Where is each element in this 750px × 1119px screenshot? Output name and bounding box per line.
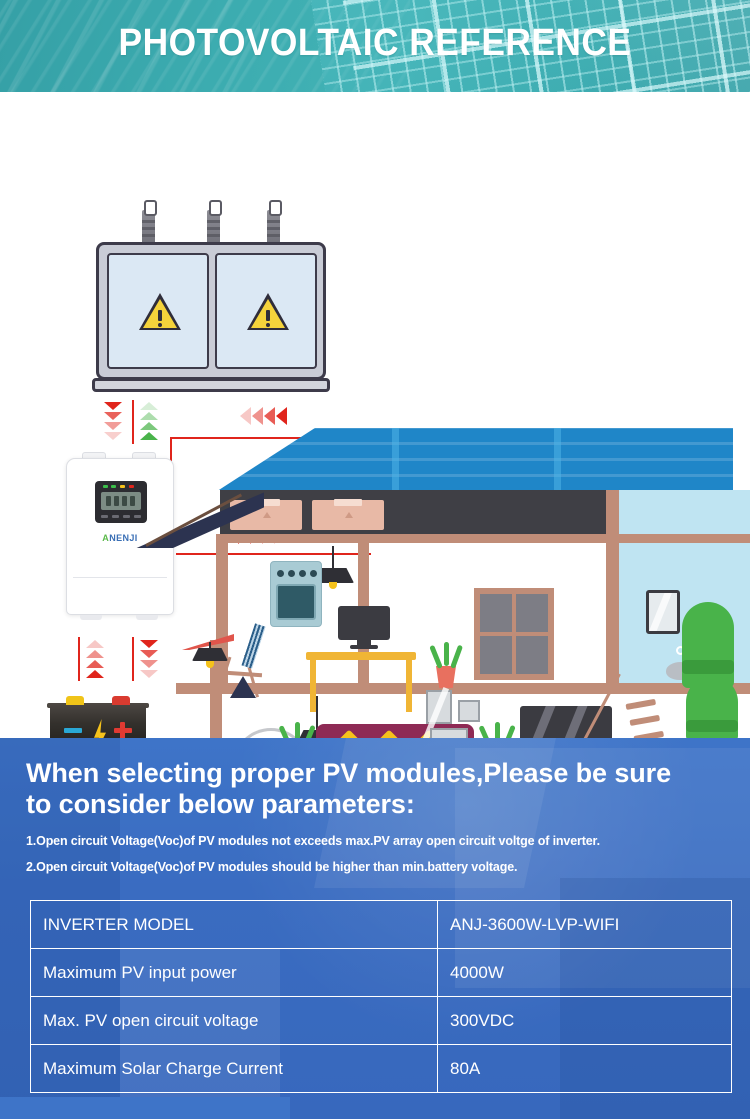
wall-frame (420, 687, 452, 745)
plant-leaf (495, 722, 500, 746)
attic-space (220, 490, 618, 534)
panel-bottom-strip (0, 1097, 290, 1119)
tree-crown-upper (682, 602, 734, 688)
house-cutaway (136, 428, 750, 809)
floor-band-upper (216, 534, 750, 543)
inverter-buttons[interactable] (101, 515, 141, 519)
flow-inverter-to-battery (140, 640, 158, 680)
solar-roof (218, 428, 733, 490)
flow-arrows-to-grid (240, 407, 288, 425)
inverter-display (95, 481, 147, 523)
flow-divider-line (132, 637, 134, 681)
spec-key: Max. PV open circuit voltage (30, 996, 438, 1045)
inverter-status-leds (103, 485, 139, 489)
table-row: Maximum Solar Charge Current 80A (30, 1044, 732, 1093)
plant-leaf (444, 642, 449, 666)
parameter-note-2: 2.Open circuit Voltage(Voc)of PV modules… (26, 860, 518, 874)
power-line-vertical (170, 437, 172, 461)
spec-key: INVERTER MODEL (30, 900, 438, 949)
solar-inverter: ANENJI (66, 452, 174, 620)
inverter-brand-label: ANENJI (102, 533, 138, 543)
inverter-lcd (101, 492, 141, 510)
storage-box (312, 499, 384, 530)
inverter-body: ANENJI (66, 458, 174, 615)
solar-roof-cells (218, 428, 733, 490)
flow-battery-to-inverter (86, 640, 104, 680)
structural-post (606, 490, 619, 692)
insulator-post (207, 200, 222, 246)
roof-seam (554, 428, 561, 490)
potted-plant (436, 666, 456, 688)
table-row: Max. PV open circuit voltage 300VDC (30, 996, 732, 1045)
floor-band-middle (176, 683, 750, 694)
system-diagram: ANENJI (0, 92, 750, 809)
page-header: PHOTOVOLTAIC REFERENCE (0, 0, 750, 92)
tree-crown-band (682, 660, 734, 674)
power-line-horizontal-top (170, 437, 354, 439)
battery-negative-terminal (66, 696, 84, 705)
cabinet-door-left (107, 253, 209, 369)
utility-grid-cabinet (92, 200, 330, 395)
flow-divider-line (78, 637, 80, 681)
parameter-note-1: 1.Open circuit Voltage(Voc)of PV modules… (26, 834, 600, 848)
roof-seam (392, 428, 399, 490)
plant-leaf (450, 644, 464, 669)
parameters-heading: When selecting proper PV modules,Please … (26, 758, 672, 819)
broom (241, 623, 266, 669)
interior-window (474, 588, 554, 680)
inverter-seam (73, 577, 167, 578)
cabinet-base (92, 378, 330, 392)
table-row: INVERTER MODEL ANJ-3600W-LVP-WIFI (30, 900, 732, 949)
header-sheen (490, 0, 750, 92)
wall-frame (458, 700, 480, 722)
plant-leaf (295, 722, 300, 746)
desk-tv (338, 606, 390, 649)
warning-triangle-icon (139, 293, 181, 331)
insulator-post (267, 200, 282, 246)
spec-value: 300VDC (437, 996, 732, 1045)
tree (676, 602, 738, 752)
oven-door (276, 584, 316, 620)
spec-value: ANJ-3600W-LVP-WIFI (437, 900, 732, 949)
power-line-horizontal-mid (176, 553, 371, 555)
header-texture-streaks-secondary (0, 0, 260, 92)
tree-crown-lower (686, 676, 738, 742)
flow-grid-to-inverter (104, 402, 122, 442)
spec-value: 4000W (437, 948, 732, 997)
stove-top (275, 567, 317, 579)
warning-triangle-icon (247, 293, 289, 331)
parameters-panel: When selecting proper PV modules,Please … (0, 738, 750, 1119)
specifications-table: INVERTER MODEL ANJ-3600W-LVP-WIFI Maximu… (30, 900, 732, 1093)
battery-positive-terminal (112, 696, 130, 705)
inverter-foot (136, 615, 158, 620)
stove (270, 561, 322, 627)
battery-plus-sign (120, 722, 125, 740)
spec-key: Maximum Solar Charge Current (30, 1044, 438, 1093)
easel-crossbar (225, 670, 263, 678)
desk (306, 652, 416, 712)
cabinet-door-right (215, 253, 317, 369)
bathroom-mirror (646, 590, 680, 634)
flow-inverter-to-grid (140, 402, 158, 442)
flow-divider-line (132, 400, 134, 444)
spec-value: 80A (437, 1044, 732, 1093)
page-title: PHOTOVOLTAIC REFERENCE (118, 22, 632, 64)
spec-key: Maximum PV input power (30, 948, 438, 997)
insulator-post (142, 200, 157, 246)
tree-crown-band (686, 720, 738, 732)
table-row: Maximum PV input power 4000W (30, 948, 732, 997)
inverter-foot (80, 615, 102, 620)
battery-minus-sign (64, 728, 82, 733)
cabinet-body (96, 242, 326, 380)
plant-leaf (429, 644, 443, 669)
